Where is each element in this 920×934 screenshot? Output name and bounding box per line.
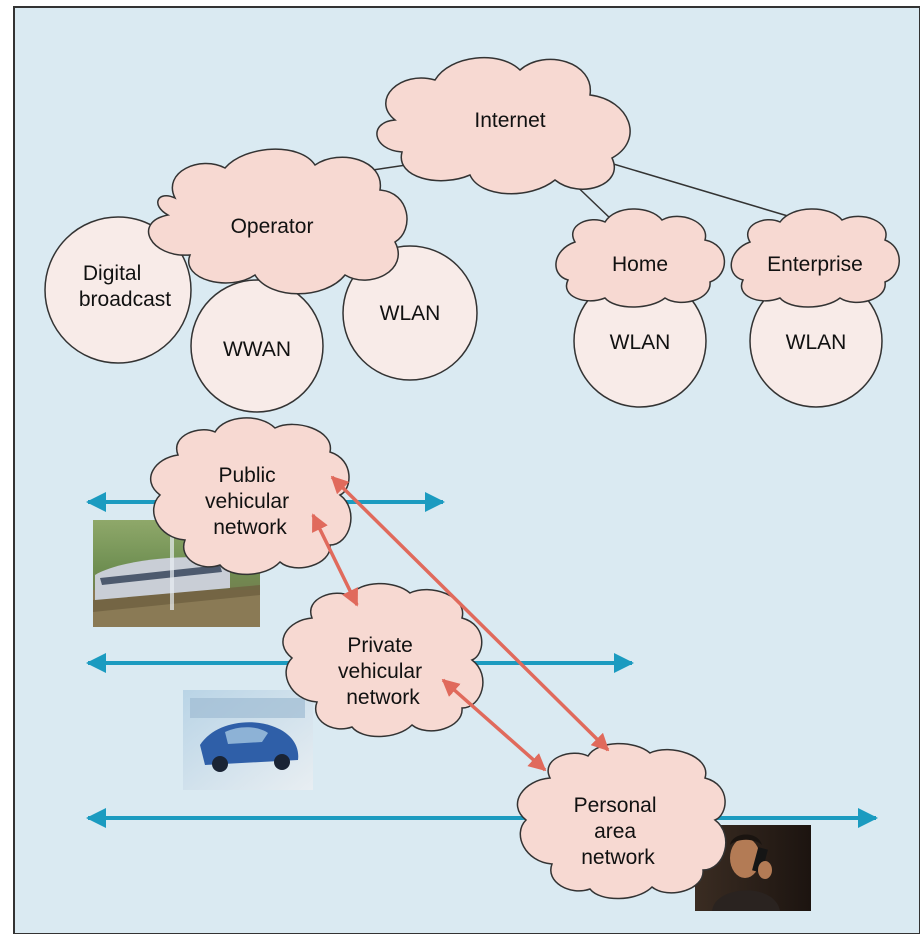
internet-cloud [376,57,631,195]
public-personal-link-arrow [330,475,610,752]
digital-broadcast-label: Digital broadcast [79,262,171,311]
home-label: Home [612,253,668,276]
private-vehicular-label: Private vehicular network [338,634,428,709]
link-internet-enterprise [599,159,809,223]
operator-label: Operator [231,215,314,238]
public-vehicular-label: Public vehicular network [205,464,295,539]
wwan-label: WWAN [223,338,291,361]
home-wlan-label: WLAN [610,331,671,354]
internet-label: Internet [474,109,545,132]
operator-cloud [147,148,408,295]
enterprise-wlan-label: WLAN [786,331,847,354]
enterprise-label: Enterprise [767,253,863,276]
operator-wlan-circle [342,245,478,381]
personal-area-cloud [516,742,727,900]
digital-broadcast-circle [44,216,192,364]
network-link-arrows [311,475,610,772]
wwan-circle [190,279,324,413]
operator-wlan-label: WLAN [380,302,441,325]
personal-area-label: Personal area network [574,794,663,869]
private-personal-link-arrow [441,678,547,772]
car-photo [183,690,313,790]
enterprise-cloud [730,208,900,308]
home-cloud [555,208,726,308]
